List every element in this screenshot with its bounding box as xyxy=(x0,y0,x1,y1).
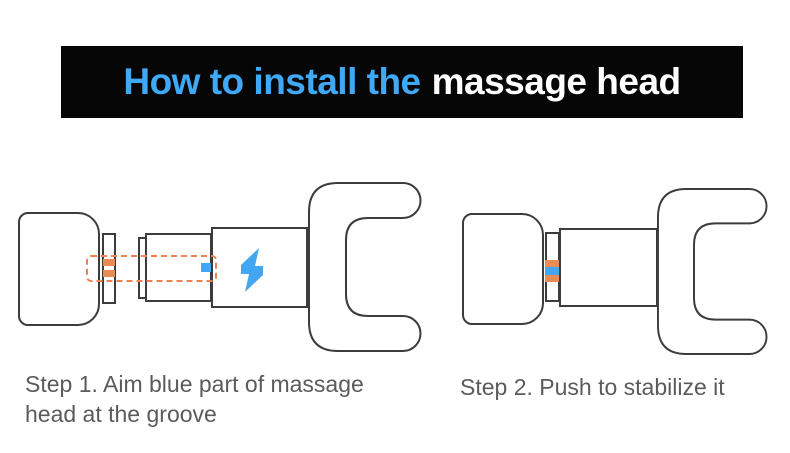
groove-mark-top xyxy=(103,259,115,266)
step2-massage-head xyxy=(462,213,544,325)
title-banner: How to install the massage head xyxy=(61,46,743,118)
step1-shaft xyxy=(145,233,214,302)
step1-caption-line2: head at the groove xyxy=(25,401,217,427)
step2-gun-nose xyxy=(559,228,658,307)
step1-collar-ring xyxy=(102,233,116,304)
step2-gun-body xyxy=(657,188,768,355)
groove-mark-bottom xyxy=(103,270,115,277)
aligned-stripe-orange-bottom xyxy=(545,275,560,282)
step2-caption-line1: Step 2. Push to stabilize it xyxy=(460,374,725,400)
step1-gun-nose xyxy=(211,227,308,308)
step2-collar-ring xyxy=(545,232,560,302)
title-highlight: How to install the xyxy=(123,61,421,102)
step1-caption-line1: Step 1. Aim blue part of massage xyxy=(25,371,364,397)
groove-highlight-box xyxy=(86,255,217,282)
step1-gun-body xyxy=(308,182,422,352)
aligned-stripe-orange-top xyxy=(545,260,560,267)
step1-caption: Step 1. Aim blue part of massage head at… xyxy=(25,369,364,429)
blue-alignment-tab xyxy=(201,263,214,272)
aligned-stripe-blue xyxy=(545,267,560,275)
push-left-arrow-icon xyxy=(241,248,263,292)
step2-caption: Step 2. Push to stabilize it xyxy=(460,372,725,402)
title-rest: massage head xyxy=(431,61,682,102)
